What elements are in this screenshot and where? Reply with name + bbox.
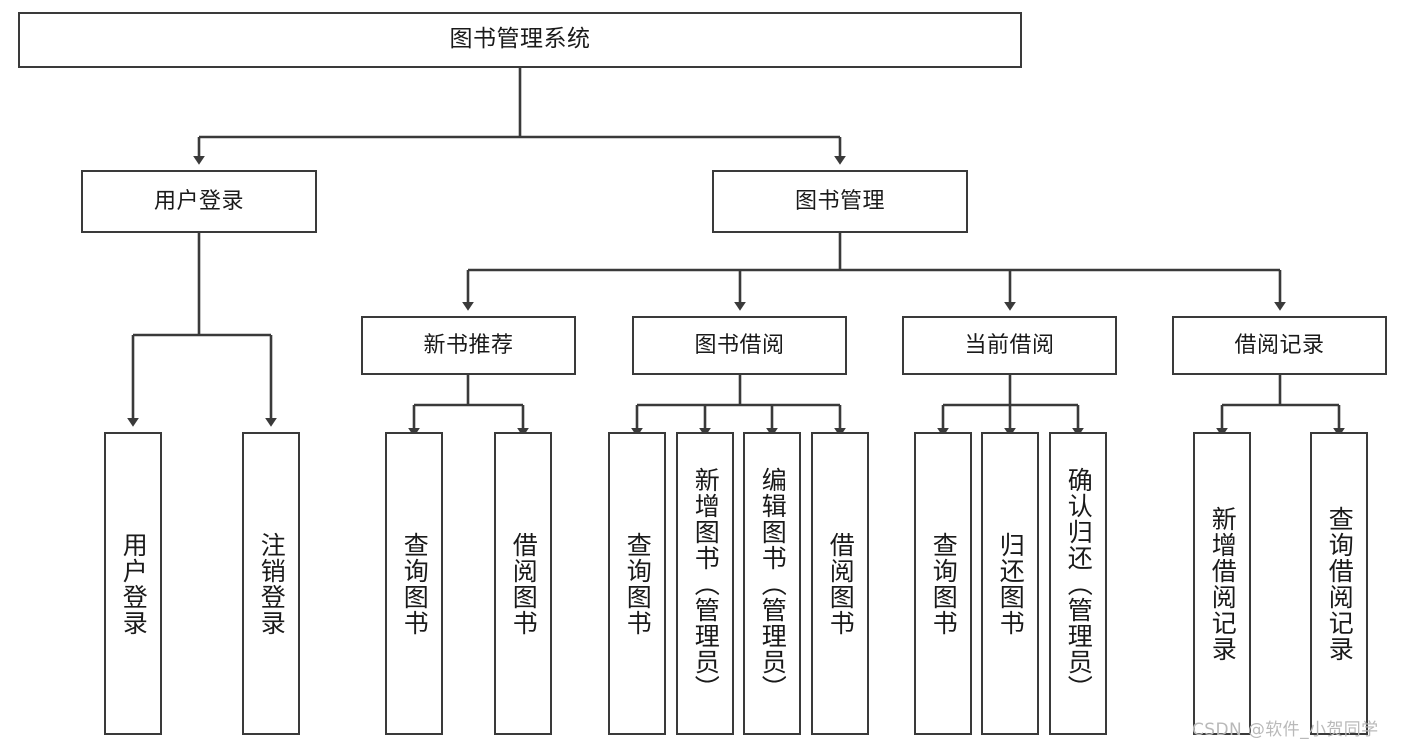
node-book-borrow[interactable]: 图书借阅 (632, 316, 847, 375)
node-leaf-add-book-admin[interactable]: 新增图书（管理员） (676, 432, 734, 735)
node-leaf-query-book-borrow-label: 查询图书 (623, 531, 653, 636)
node-leaf-borrow-book-label: 借阅图书 (826, 531, 856, 636)
node-leaf-add-borrow-record[interactable]: 新增借阅记录 (1193, 432, 1251, 735)
node-leaf-edit-book-admin[interactable]: 编辑图书（管理员） (743, 432, 801, 735)
node-leaf-user-login-label: 用户登录 (119, 531, 149, 636)
node-leaf-borrow-book-recommend[interactable]: 借阅图书 (494, 432, 552, 735)
node-leaf-return-book[interactable]: 归还图书 (981, 432, 1039, 735)
node-leaf-query-book-current[interactable]: 查询图书 (914, 432, 972, 735)
node-leaf-borrow-book-recommend-label: 借阅图书 (509, 531, 539, 636)
node-leaf-add-borrow-record-label: 新增借阅记录 (1208, 505, 1238, 662)
node-leaf-logout-label: 注销登录 (257, 531, 287, 636)
node-leaf-user-login[interactable]: 用户登录 (104, 432, 162, 735)
node-leaf-borrow-book[interactable]: 借阅图书 (811, 432, 869, 735)
node-book-borrow-label: 图书借阅 (694, 332, 785, 358)
node-leaf-edit-book-admin-label: 编辑图书（管理员） (758, 466, 788, 701)
node-user-login[interactable]: 用户登录 (81, 170, 317, 233)
node-leaf-query-borrow-record[interactable]: 查询借阅记录 (1310, 432, 1368, 735)
node-current-borrow-label: 当前借阅 (964, 332, 1055, 358)
node-current-borrow[interactable]: 当前借阅 (902, 316, 1117, 375)
node-root[interactable]: 图书管理系统 (18, 12, 1022, 68)
node-leaf-query-book-borrow[interactable]: 查询图书 (608, 432, 666, 735)
node-book-management-label: 图书管理 (794, 188, 885, 214)
node-leaf-query-book-current-label: 查询图书 (929, 531, 959, 636)
node-borrow-records-label: 借阅记录 (1234, 332, 1325, 358)
node-root-label: 图书管理系统 (449, 26, 591, 53)
csdn-watermark: CSDN @软件_小贺同学 (1192, 720, 1379, 740)
node-leaf-confirm-return-admin-label: 确认归还（管理员） (1064, 466, 1094, 701)
node-new-book-recommend-label: 新书推荐 (423, 332, 514, 358)
node-leaf-logout[interactable]: 注销登录 (242, 432, 300, 735)
node-leaf-confirm-return-admin[interactable]: 确认归还（管理员） (1049, 432, 1107, 735)
node-user-login-label: 用户登录 (153, 188, 244, 214)
node-leaf-query-book-recommend[interactable]: 查询图书 (385, 432, 443, 735)
node-book-management[interactable]: 图书管理 (712, 170, 968, 233)
node-leaf-query-borrow-record-label: 查询借阅记录 (1325, 505, 1355, 662)
node-leaf-return-book-label: 归还图书 (996, 531, 1026, 636)
node-leaf-query-book-recommend-label: 查询图书 (400, 531, 430, 636)
node-new-book-recommend[interactable]: 新书推荐 (361, 316, 576, 375)
node-borrow-records[interactable]: 借阅记录 (1172, 316, 1387, 375)
node-leaf-add-book-admin-label: 新增图书（管理员） (691, 466, 721, 701)
